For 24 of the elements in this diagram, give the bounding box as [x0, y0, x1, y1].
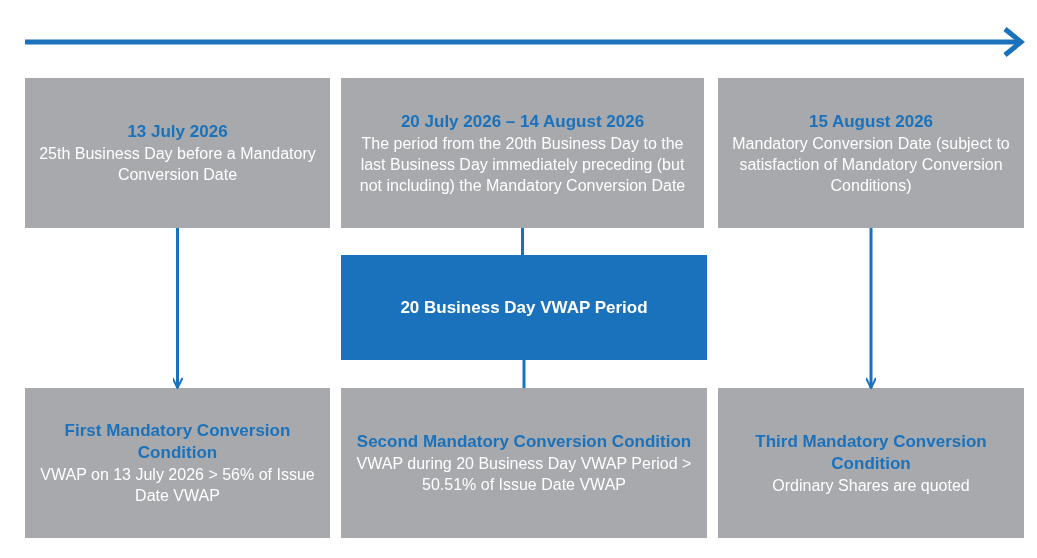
box-heading: First Mandatory Conversion Condition: [63, 420, 292, 464]
box-heading: 15 August 2026: [808, 110, 934, 133]
connector-line: [522, 360, 526, 388]
box-heading: 20 Business Day VWAP Period: [400, 296, 648, 319]
highlight-box: [341, 255, 707, 360]
info-box: [341, 388, 707, 538]
arrow: [865, 228, 877, 389]
info-box: [25, 78, 330, 228]
box-text: The period from the 20th Business Day to the last Business Day immediately preceding (but not including) the Mandatory Conversion Date: [358, 133, 687, 196]
box-heading: Third Mandatory Conversion Condition: [754, 430, 988, 475]
box-heading: 13 July 2026: [127, 121, 228, 143]
box-text: VWAP during 20 Business Day VWAP Period > 50.51% of Issue Date VWAP: [355, 454, 693, 495]
connector-line: [521, 228, 524, 255]
box-text: VWAP on 13 July 2026 > 56% of Issue Date VWAP: [39, 465, 316, 506]
box-text: Ordinary Shares are quoted: [772, 475, 970, 496]
box-heading: 20 July 2026 – 14 August 2026: [400, 110, 645, 133]
box-text: Mandatory Conversion Date (subject to satisfaction of Mandatory Conversion Conditions): [732, 133, 1010, 196]
info-box: [25, 388, 330, 538]
box-heading: Second Mandatory Conversion Condition: [356, 431, 692, 453]
info-box: [341, 78, 704, 228]
arrow: [171, 228, 184, 389]
info-box: [718, 78, 1024, 228]
box-text: 25th Business Day before a Mandatory Conversion Date: [39, 144, 316, 185]
info-box: [718, 388, 1024, 538]
